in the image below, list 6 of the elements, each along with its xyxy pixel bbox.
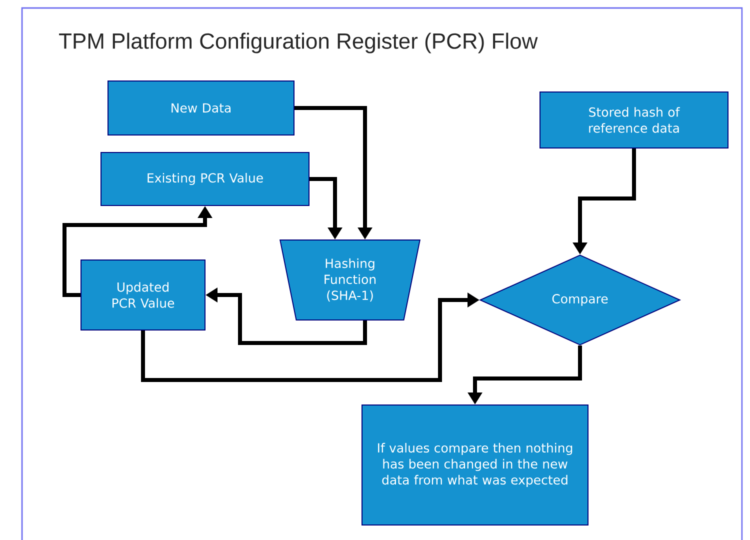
process-box: If values compare then nothing has been changed in the new data from what was expected: [362, 404, 588, 526]
process-box: New Data: [108, 80, 294, 136]
process-box: Existing PCR Value: [100, 152, 310, 206]
process-box: Updated PCR Value: [80, 260, 206, 330]
process-box: Stored hash of reference data: [540, 92, 728, 148]
title: TPM Platform Configuration Register (PCR) Flow: [59, 32, 538, 54]
